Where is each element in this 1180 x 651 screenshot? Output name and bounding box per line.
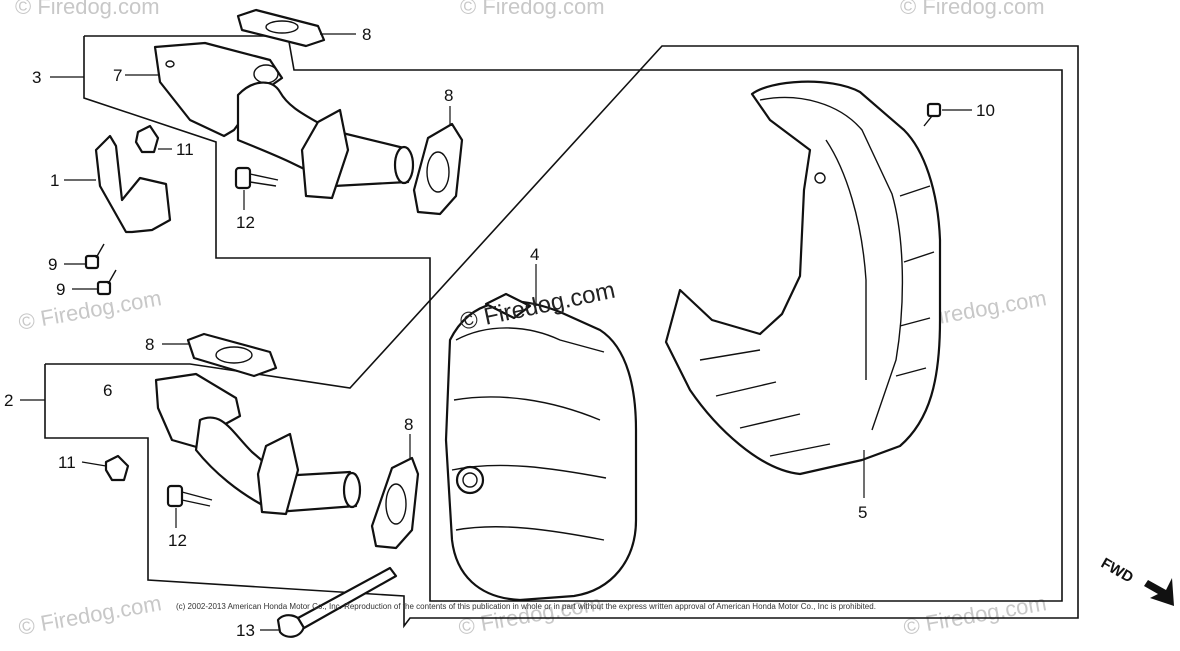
nut-11-lower <box>81 454 130 482</box>
exhaust-pipe-upper <box>125 41 415 200</box>
callout-1: 1 <box>50 171 59 190</box>
callout-11-upper: 11 <box>176 140 194 159</box>
copyright-notice: (c) 2002-2013 American Honda Motor Co., … <box>176 602 876 611</box>
group-box-3 <box>83 35 1063 602</box>
callout-8-lower-right: 8 <box>404 415 413 434</box>
callout-4: 4 <box>530 245 539 264</box>
gasket-upper-right <box>412 106 464 216</box>
callout-2: 2 <box>4 391 13 410</box>
watermark-bottom-left: © Firedog.com <box>17 590 164 640</box>
gasket-lower-top <box>162 332 278 378</box>
callout-12-lower: 12 <box>168 531 187 550</box>
watermark-left-mid: © Firedog.com <box>17 285 164 335</box>
callout-5: 5 <box>858 503 867 522</box>
screw-9-lower <box>72 269 117 296</box>
callout-13: 13 <box>236 621 255 640</box>
group-box-2 <box>44 45 1079 629</box>
callout-12-upper: 12 <box>236 213 255 232</box>
fwd-arrow-icon <box>1144 578 1174 606</box>
callout-8-top: 8 <box>362 25 371 44</box>
bolt-13 <box>260 566 398 638</box>
callout-6: 6 <box>103 381 112 400</box>
muffler-bracket <box>64 134 172 234</box>
gasket-lower-right <box>370 434 420 550</box>
callout-8-lower-left: 8 <box>145 335 154 354</box>
screw-10 <box>923 102 972 127</box>
nut-11-upper <box>134 124 172 154</box>
fwd-label: FWD <box>1098 555 1136 587</box>
muffler-protector <box>664 80 942 498</box>
forward-arrow: FWD <box>1098 555 1174 606</box>
bolt-12-lower <box>166 484 213 528</box>
watermark-bottom-right: © Firedog.com <box>902 590 1049 640</box>
screw-9-upper <box>64 243 105 270</box>
callout-7: 7 <box>113 66 122 85</box>
callout-9-lower: 9 <box>56 280 65 299</box>
muffler <box>444 264 638 602</box>
watermark-top-left: © Firedog.com <box>15 0 160 19</box>
watermark-top-right: © Firedog.com <box>900 0 1045 19</box>
callout-10: 10 <box>976 101 995 120</box>
callout-9-upper: 9 <box>48 255 57 274</box>
watermark-top-mid: © Firedog.com <box>460 0 605 19</box>
callout-3: 3 <box>32 68 41 87</box>
callout-11-lower: 11 <box>58 453 76 472</box>
gasket-upper-top <box>236 8 356 48</box>
bolt-12-upper <box>234 166 279 210</box>
exhaust-pipe-lower <box>154 372 362 516</box>
callouts: 1 2 3 4 5 6 7 8 8 8 8 9 9 10 11 11 12 12… <box>4 25 995 640</box>
callout-8-upper-right: 8 <box>444 86 453 105</box>
